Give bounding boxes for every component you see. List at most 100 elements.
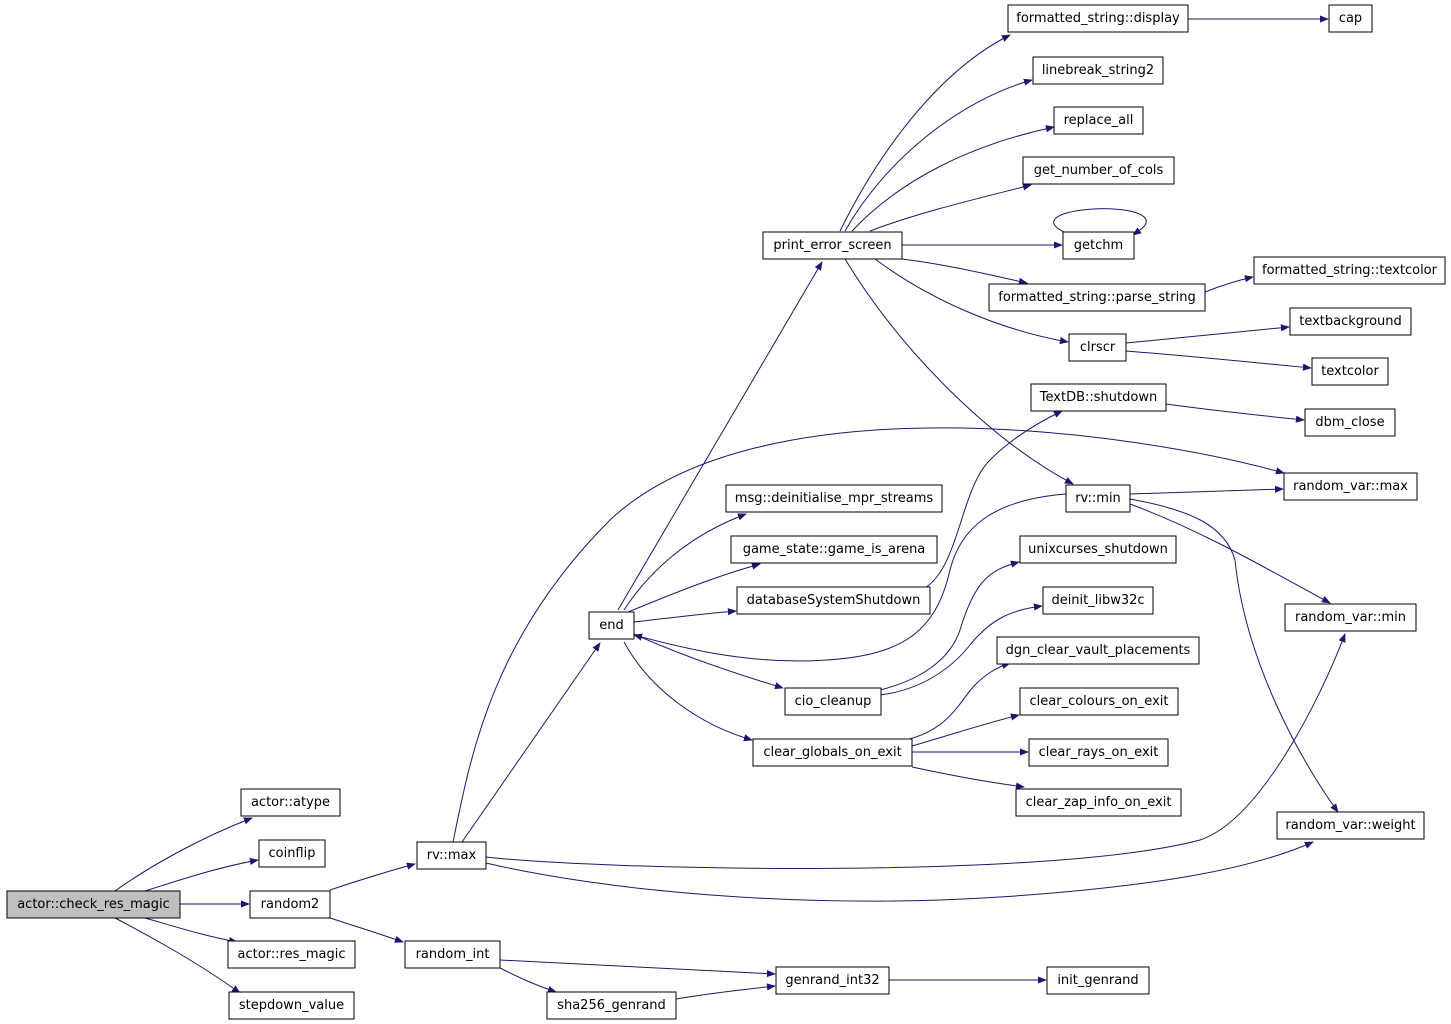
node-label: formatted_string::parse_string	[998, 290, 1195, 305]
node-clrscr[interactable]: clrscr	[1068, 333, 1127, 362]
node-end[interactable]: end	[588, 611, 635, 640]
node-rv-min[interactable]: rv::min	[1065, 484, 1131, 513]
node-cio-cleanup[interactable]: cio_cleanup	[784, 687, 882, 716]
edge-check-res-magic-to-atype	[114, 817, 253, 892]
node-clear-colours[interactable]: clear_colours_on_exit	[1019, 687, 1179, 716]
node-label: actor::check_res_magic	[17, 897, 170, 912]
node-label: random_var::min	[1295, 610, 1406, 625]
node-label: TextDB::shutdown	[1039, 390, 1157, 405]
edge-fs-parse-to-fs-textcolor	[1204, 275, 1254, 293]
node-label: dbm_close	[1315, 415, 1384, 430]
edge-print-error-screen-to-linebreak	[844, 78, 1033, 232]
node-deinit-libw32c[interactable]: deinit_libw32c	[1042, 586, 1154, 615]
edge-clear-globals-to-clear-zap	[911, 766, 1025, 790]
edge-end-to-clear-globals	[623, 641, 753, 742]
node-label: init_genrand	[1057, 973, 1138, 988]
node-msg-deinit[interactable]: msg::deinitialise_mpr_streams	[725, 484, 943, 513]
node-textdb-shutdown[interactable]: TextDB::shutdown	[1030, 383, 1167, 412]
node-fs-display[interactable]: formatted_string::display	[1007, 4, 1189, 33]
edge-rv-min-to-random-var-min	[1129, 503, 1331, 604]
node-label: getchm	[1074, 238, 1123, 253]
node-rv-max[interactable]: rv::max	[416, 841, 487, 870]
edge-clrscr-to-textbackground	[1125, 324, 1290, 344]
node-label: stepdown_value	[239, 998, 344, 1013]
edge-cio-cleanup-to-deinit-libw32c	[879, 603, 1043, 696]
edge-print-error-screen-to-clrscr	[874, 258, 1069, 345]
node-label: actor::atype	[251, 795, 330, 810]
node-label: linebreak_string2	[1042, 63, 1154, 78]
node-getchm[interactable]: getchm	[1062, 231, 1135, 260]
node-check-res-magic[interactable]: actor::check_res_magic	[6, 890, 181, 919]
node-atype[interactable]: actor::atype	[240, 788, 341, 817]
node-label: deinit_libw32c	[1051, 593, 1144, 608]
edge-check-res-magic-to-coinflip	[144, 857, 259, 892]
edge-clear-globals-to-clear-colours	[911, 713, 1020, 747]
node-random-int[interactable]: random_int	[404, 940, 501, 969]
node-res-magic[interactable]: actor::res_magic	[227, 940, 356, 969]
edge-rv-max-to-end	[461, 642, 601, 843]
edge-random-int-to-sha256-genrand	[499, 967, 557, 993]
node-label: msg::deinitialise_mpr_streams	[735, 491, 934, 506]
node-fs-parse[interactable]: formatted_string::parse_string	[988, 283, 1206, 312]
edge-rv-max-to-random-var-min	[485, 633, 1346, 869]
node-random2[interactable]: random2	[249, 890, 331, 919]
node-label: formatted_string::display	[1016, 11, 1180, 26]
node-sha256-genrand[interactable]: sha256_genrand	[546, 991, 677, 1020]
node-label: random_var::max	[1293, 479, 1408, 494]
edge-rv-max-to-random-var-max	[452, 427, 1285, 843]
node-label: print_error_screen	[773, 238, 891, 253]
edge-print-error-screen-to-replace-all	[851, 125, 1055, 232]
node-db-shutdown[interactable]: databaseSystemShutdown	[736, 586, 931, 615]
edge-clear-globals-to-dgn-clear	[904, 662, 1011, 741]
node-label: databaseSystemShutdown	[747, 593, 921, 608]
node-textbackground[interactable]: textbackground	[1289, 307, 1412, 336]
node-unixcurses-shutdown[interactable]: unixcurses_shutdown	[1019, 535, 1177, 564]
node-get-cols[interactable]: get_number_of_cols	[1022, 156, 1175, 185]
edge-check-res-magic-to-res-magic	[144, 917, 238, 945]
node-game-is-arena[interactable]: game_state::game_is_arena	[730, 535, 938, 564]
node-label: random_var::weight	[1285, 818, 1415, 833]
node-textcolor[interactable]: textcolor	[1311, 357, 1389, 386]
node-label: clrscr	[1080, 340, 1116, 355]
node-genrand-int32[interactable]: genrand_int32	[775, 966, 890, 995]
node-random-var-weight[interactable]: random_var::weight	[1276, 811, 1425, 840]
node-init-genrand[interactable]: init_genrand	[1046, 966, 1150, 995]
node-label: rv::min	[1075, 491, 1121, 506]
edge-rv-min-to-random-var-max	[1129, 485, 1284, 495]
node-replace-all[interactable]: replace_all	[1053, 106, 1144, 135]
node-cap[interactable]: cap	[1328, 4, 1373, 33]
node-fs-textcolor[interactable]: formatted_string::textcolor	[1253, 256, 1446, 285]
node-label: random2	[261, 897, 320, 912]
node-clear-rays[interactable]: clear_rays_on_exit	[1028, 738, 1169, 767]
node-print-error-screen[interactable]: print_error_screen	[762, 231, 903, 260]
node-random-var-min[interactable]: random_var::min	[1284, 603, 1417, 632]
node-label: clear_globals_on_exit	[763, 745, 901, 760]
edge-print-error-screen-to-rv-min	[844, 258, 1074, 485]
edge-print-error-screen-to-fs-display	[839, 34, 1011, 232]
node-random-var-max[interactable]: random_var::max	[1283, 472, 1418, 501]
node-label: game_state::game_is_arena	[743, 542, 926, 557]
node-clear-zap[interactable]: clear_zap_info_on_exit	[1015, 788, 1182, 817]
node-label: textcolor	[1321, 364, 1379, 379]
edge-cio-cleanup-to-unixcurses-shutdown	[879, 560, 1020, 691]
edge-random2-to-rv-max	[329, 862, 416, 891]
node-dbm-close[interactable]: dbm_close	[1304, 408, 1396, 437]
node-coinflip[interactable]: coinflip	[258, 839, 326, 868]
node-label: formatted_string::textcolor	[1262, 263, 1438, 278]
edge-end-to-msg-deinit	[623, 513, 747, 611]
node-dgn-clear[interactable]: dgn_clear_vault_placements	[996, 636, 1200, 665]
edge-rv-min-to-end	[633, 493, 1067, 662]
edge-check-res-magic-to-stepdown-value	[114, 917, 241, 994]
node-label: sha256_genrand	[557, 998, 666, 1013]
node-label: rv::max	[427, 848, 477, 863]
edge-sha256-genrand-to-genrand-int32	[675, 983, 776, 1000]
edge-random2-to-random-int	[329, 917, 404, 943]
edge-textdb-shutdown-to-dbm-close	[1165, 403, 1305, 423]
node-label: dgn_clear_vault_placements	[1006, 643, 1191, 658]
node-stepdown-value[interactable]: stepdown_value	[228, 991, 355, 1020]
node-label: cio_cleanup	[795, 694, 872, 709]
node-linebreak[interactable]: linebreak_string2	[1032, 56, 1164, 85]
node-clear-globals[interactable]: clear_globals_on_exit	[752, 738, 913, 767]
edge-clrscr-to-textcolor	[1125, 350, 1312, 371]
edge-getchm-self-loop	[1053, 208, 1147, 236]
